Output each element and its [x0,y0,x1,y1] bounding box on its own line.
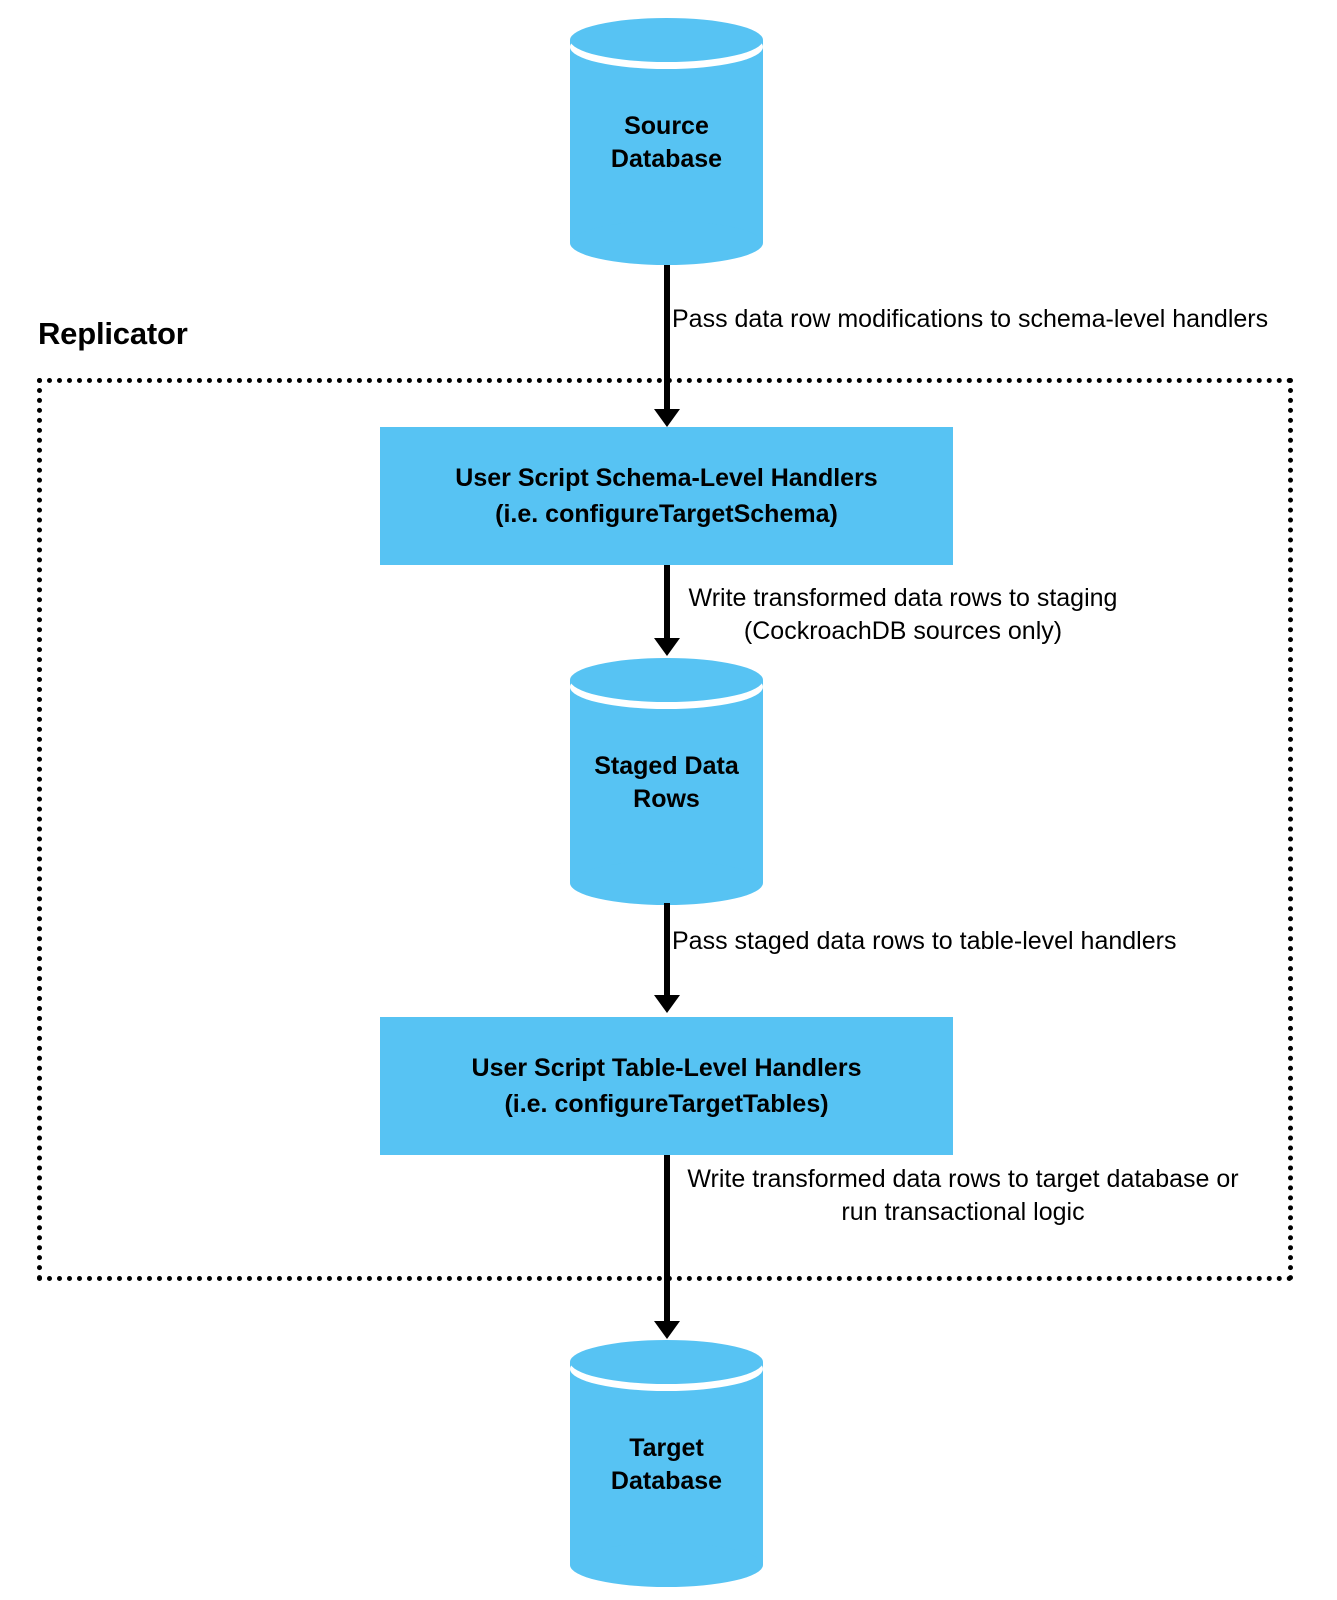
node-schema-level-handlers-label: User Script Schema-Level Handlers (i.e. … [455,460,877,532]
cylinder-bottom-ellipse [570,861,763,905]
label-line-1: Pass data row modifications to schema-le… [672,305,1269,333]
label-line-1: Write transformed data rows to target da… [687,1165,1239,1193]
label-line-2: Database [610,1467,723,1495]
label-line-2: Database [610,145,723,173]
edge-schema-handlers-to-staging-label: Write transformed data rows to staging (… [689,582,1118,648]
label-line-1: Target [629,1434,704,1462]
node-table-level-handlers: User Script Table-Level Handlers (i.e. c… [380,1017,953,1155]
node-target-database: Target Database [570,1340,763,1587]
label-line-2: (i.e. configureTargetSchema) [495,500,838,528]
edge-table-handlers-to-target-arrow [664,1155,670,1322]
label-line-1: Source [624,112,709,140]
node-source-database: Source Database [570,18,763,265]
label-line-1: User Script Schema-Level Handlers [455,464,878,492]
label-line-2: (CockroachDB sources only) [743,617,1063,645]
label-line-2: run transactional logic [841,1198,1085,1226]
edge-source-to-schema-handlers-label: Pass data row modifications to schema-le… [672,303,1268,336]
cylinder-top-ellipse [570,658,763,702]
node-staged-data-rows: Staged Data Rows [570,658,763,905]
label-line-2: (i.e. configureTargetTables) [504,1090,829,1118]
cylinder-body [570,40,763,243]
node-target-database-label: Target Database [570,1432,763,1498]
label-line-1: Write transformed data rows to staging [688,584,1118,612]
edge-staging-to-table-handlers-label: Pass staged data rows to table-level han… [672,925,1176,958]
cylinder-body [570,1362,763,1565]
cylinder-top-ellipse [570,18,763,62]
cylinder-top-ellipse [570,1340,763,1384]
label-line-1: Staged Data [594,752,739,780]
edge-table-handlers-to-target-label: Write transformed data rows to target da… [687,1163,1238,1229]
label-line-2: Rows [633,785,700,813]
cylinder-bottom-ellipse [570,221,763,265]
cylinder-bottom-ellipse [570,1543,763,1587]
cylinder-body [570,680,763,883]
edge-source-to-schema-handlers-arrow [664,265,670,410]
node-table-level-handlers-label: User Script Table-Level Handlers (i.e. c… [472,1050,862,1122]
edge-schema-handlers-to-staging-arrow [664,565,670,639]
node-staged-data-rows-label: Staged Data Rows [570,750,763,816]
node-schema-level-handlers: User Script Schema-Level Handlers (i.e. … [380,427,953,565]
replicator-boundary-label: Replicator [38,316,188,351]
label-line-1: User Script Table-Level Handlers [471,1054,862,1082]
edge-staging-to-table-handlers-arrow [664,903,670,996]
node-source-database-label: Source Database [570,110,763,176]
label-line-1: Pass staged data rows to table-level han… [672,927,1177,955]
